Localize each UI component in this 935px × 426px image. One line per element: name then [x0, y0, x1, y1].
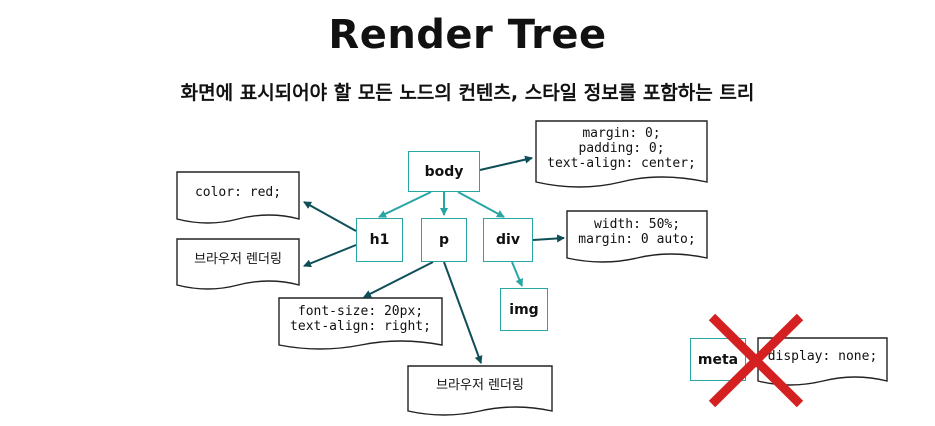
note-shape-h1-text	[176, 238, 300, 290]
note-shape-p-text	[407, 365, 553, 416]
edge-h1-text	[303, 244, 357, 268]
edge-p-style	[363, 261, 434, 298]
edge-div-style	[532, 234, 565, 243]
note-shape-h1-color	[176, 171, 300, 224]
note-p-style: font-size: 20px; text-align: right;	[290, 303, 431, 334]
note-meta-style: display: none;	[767, 349, 878, 364]
edge-div-img	[511, 261, 523, 287]
note-shape-p-style	[278, 297, 443, 350]
node-h1: h1	[356, 218, 403, 262]
note-div-style: width: 50%; margin: 0 auto;	[578, 216, 696, 247]
edge-body-div	[457, 191, 505, 218]
note-h1-color: color: red;	[194, 185, 282, 200]
note-shape-div-style	[566, 210, 708, 263]
node-p: p	[421, 218, 467, 262]
node-div: div	[483, 218, 533, 262]
note-h1-text: 브라우저 렌더링	[194, 251, 282, 267]
note-p-text: 브라우저 렌더링	[436, 378, 524, 393]
page-subtitle: 화면에 표시되어야 할 모든 노드의 컨텐츠, 스타일 정보를 포함하는 트리	[180, 82, 755, 104]
page-title: Render Tree	[328, 12, 607, 58]
edge-h1-color	[303, 201, 357, 232]
note-body-style: margin: 0; padding: 0; text-align: cente…	[547, 126, 696, 171]
edge-p-text	[443, 261, 483, 364]
edge-body-style	[479, 155, 533, 171]
node-img: img	[500, 288, 548, 331]
edge-body-h1	[378, 191, 432, 218]
node-body: body	[408, 151, 480, 192]
note-shape-body-style	[535, 120, 708, 188]
